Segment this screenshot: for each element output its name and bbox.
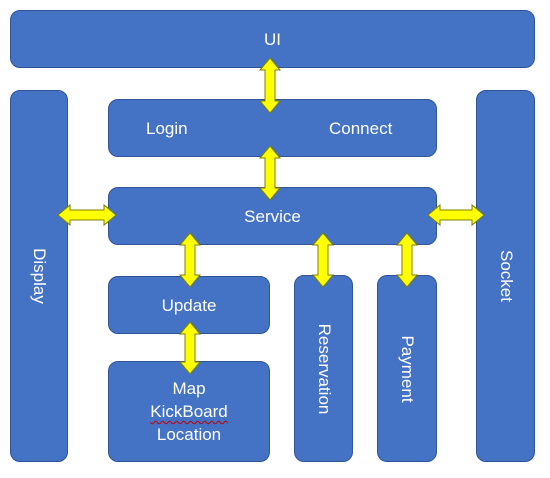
update-label: Update	[161, 296, 217, 315]
arrow-login-service	[258, 145, 282, 201]
map-line-map: Map	[172, 379, 206, 398]
arrow-service-update	[178, 232, 202, 288]
arrow-service-socket	[427, 203, 485, 227]
ui-label: UI	[264, 30, 281, 49]
login-label: Login	[146, 119, 188, 138]
service-label: Service	[244, 207, 301, 226]
socket-box: Socket	[476, 90, 535, 462]
payment-box: Payment	[377, 275, 437, 462]
arrow-service-payment	[395, 232, 419, 288]
arrow-display-service	[57, 203, 117, 227]
arrow-ui-login	[258, 57, 282, 114]
connect-label: Connect	[329, 119, 393, 138]
kickboard-text: KickBoard	[150, 402, 228, 421]
map-text: Map KickBoard Location	[109, 377, 269, 446]
arrow-update-map	[178, 321, 202, 375]
map-line-location: Location	[156, 425, 222, 444]
map-box: Map KickBoard Location	[108, 361, 270, 462]
display-box: Display	[10, 90, 68, 462]
arrow-service-reservation	[311, 232, 335, 288]
map-line-kickboard: KickBoard	[109, 400, 269, 423]
ui-box: UI	[10, 10, 535, 68]
